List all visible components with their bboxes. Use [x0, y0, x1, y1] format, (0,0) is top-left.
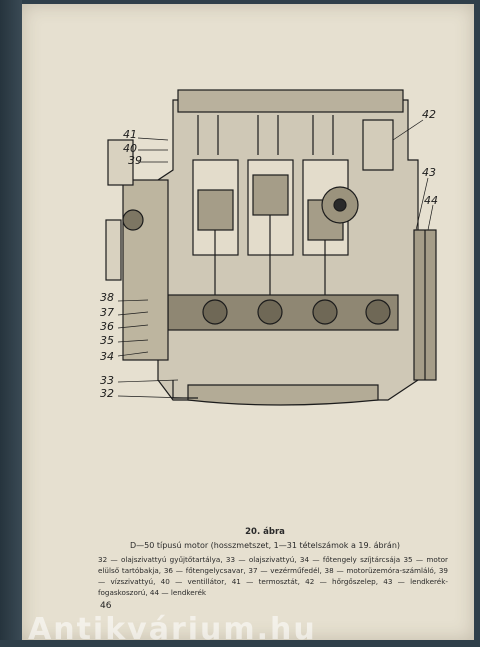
- callout-37: 37: [100, 306, 114, 319]
- callout-42: 42: [422, 108, 436, 121]
- callout-36: 36: [100, 320, 114, 333]
- callout-35: 35: [100, 334, 114, 347]
- callout-43: 43: [422, 166, 436, 179]
- callout-39: 39: [128, 154, 142, 167]
- callout-32: 32: [100, 387, 114, 400]
- engine-cross-section-drawing: 32 33 34 35 36 37 38 39 40 41 42 43 44: [100, 89, 438, 406]
- figure-title: D—50 típusú motor (hosszmetszet, 1—31 té…: [129, 541, 401, 550]
- callout-40: 40: [123, 142, 137, 155]
- figure-number: 20. ábra: [245, 527, 285, 537]
- callout-44: 44: [424, 194, 438, 207]
- callout-34: 34: [100, 350, 114, 363]
- callout-38: 38: [100, 291, 114, 304]
- page-number: 46: [100, 601, 112, 611]
- figure-legend: 32 — olajszivattyú gyűjtőtartálya, 33 — …: [98, 555, 448, 597]
- book-cover-edge: [0, 0, 22, 640]
- callout-41: 41: [123, 128, 137, 141]
- callout-33: 33: [100, 374, 114, 387]
- watermark: Antikvárium.hu: [28, 612, 317, 647]
